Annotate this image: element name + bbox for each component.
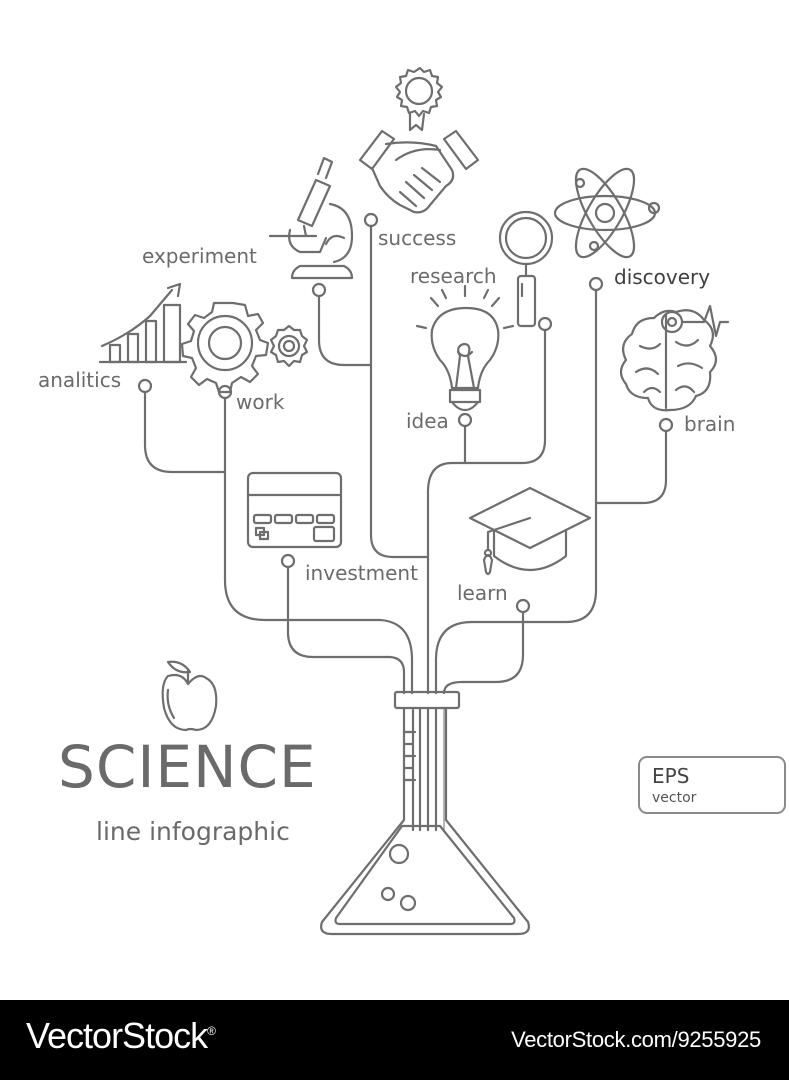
label-learn: learn xyxy=(457,581,508,605)
eps-badge-title: EPS xyxy=(652,764,690,788)
connector-lines xyxy=(143,224,668,695)
brand-name: VectorStock xyxy=(26,1015,208,1056)
gears-icon xyxy=(180,301,309,394)
brain-icon xyxy=(619,304,730,412)
footer-brand: VectorStock® xyxy=(26,1015,216,1056)
label-discovery: discovery xyxy=(614,265,711,289)
label-analitics: analitics xyxy=(38,368,122,392)
science-tree-diagram xyxy=(98,66,730,936)
page-title: SCIENCE xyxy=(58,733,317,801)
page-subtitle: line infographic xyxy=(96,817,290,846)
graduation-cap-icon xyxy=(468,486,592,576)
footer-url: VectorStock.com/9255925 xyxy=(511,1027,761,1052)
growth-chart-icon xyxy=(98,282,188,364)
label-idea: idea xyxy=(406,409,449,433)
footer-bar: VectorStock® VectorStock.com/9255925 xyxy=(0,1000,789,1080)
microscope-icon xyxy=(268,156,354,280)
eps-badge-subtitle: vector xyxy=(652,790,697,806)
credit-card-icon xyxy=(246,471,343,549)
registered-mark: ® xyxy=(207,1024,216,1038)
label-success: success xyxy=(378,226,457,250)
handshake-icon xyxy=(358,129,480,214)
label-investment: investment xyxy=(305,561,418,585)
lightbulb-icon xyxy=(415,284,515,412)
flask-icon xyxy=(320,690,530,936)
label-brain: brain xyxy=(684,412,736,436)
atom-icon xyxy=(553,167,661,259)
label-work: work xyxy=(236,390,285,414)
label-research: research xyxy=(410,264,497,288)
magnifier-icon xyxy=(498,210,554,328)
apple-icon xyxy=(161,660,218,732)
eps-badge: EPS vector xyxy=(638,756,786,814)
award-icon xyxy=(394,66,444,132)
label-experiment: experiment xyxy=(142,244,257,268)
